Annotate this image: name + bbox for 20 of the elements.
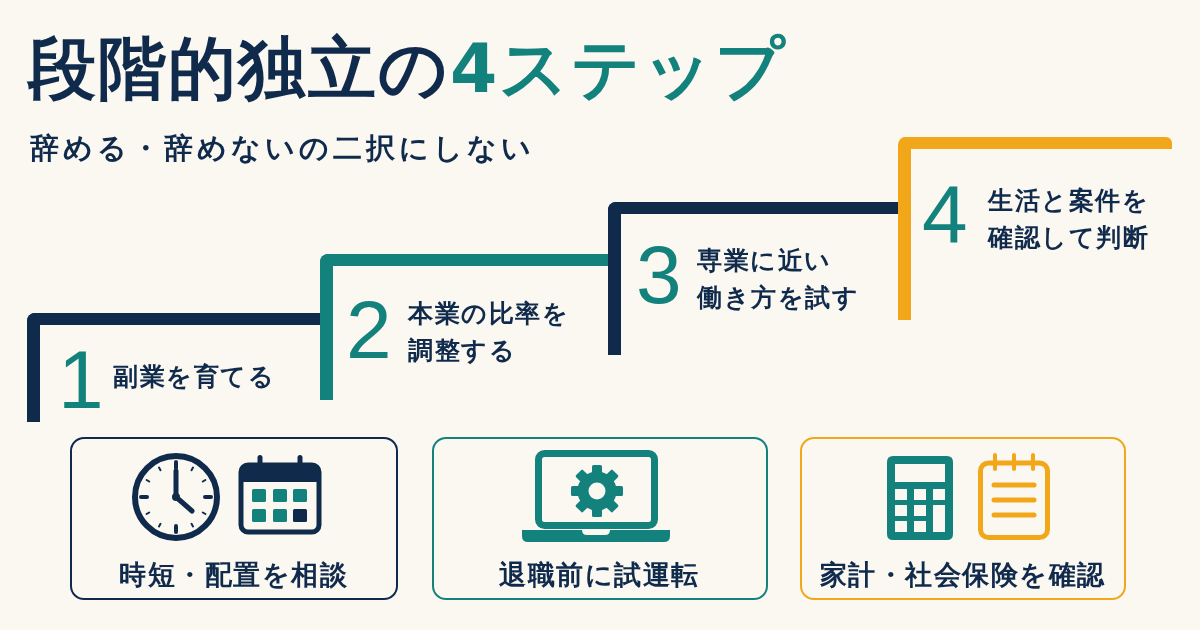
step-number: 2 bbox=[346, 289, 392, 371]
title: 段階的独立の4ステップ bbox=[28, 28, 788, 110]
rounded-panel bbox=[432, 437, 768, 600]
rounded-panel bbox=[800, 437, 1126, 600]
rounded-panel bbox=[70, 437, 398, 600]
stair-step bbox=[320, 254, 608, 400]
stair-step bbox=[27, 313, 320, 422]
stair-step bbox=[608, 202, 898, 355]
subtitle: 辞める・辞めないの二択にしない bbox=[30, 130, 535, 166]
step-label: 生活と案件を確認して判断 bbox=[988, 185, 1149, 254]
step-number: 4 bbox=[922, 174, 968, 256]
panel-label: 家計・社会保険を確認 bbox=[819, 557, 1106, 592]
step-number: 3 bbox=[636, 234, 682, 316]
step-label: 副業を育てる bbox=[113, 361, 275, 393]
panel-label: 時短・配置を相談 bbox=[119, 557, 348, 592]
panel-label: 退職前に試運転 bbox=[499, 557, 700, 592]
step-label: 専業に近い働き方を試す bbox=[697, 245, 859, 314]
step-label: 本業の比率を調整する bbox=[408, 298, 569, 367]
stair-step bbox=[898, 137, 1172, 320]
step-number: 1 bbox=[58, 339, 104, 421]
